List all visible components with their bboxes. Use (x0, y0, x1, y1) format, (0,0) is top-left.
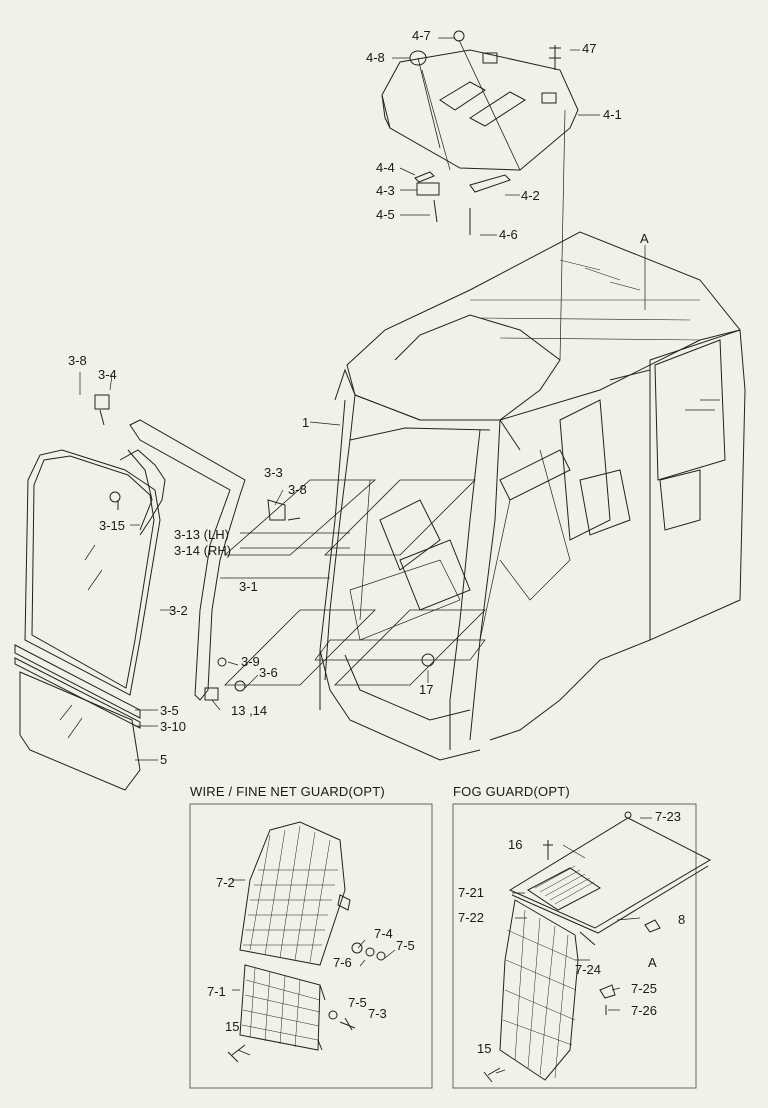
wire-guard-panel (190, 804, 432, 1088)
label-4-5: 4-5 (376, 207, 395, 222)
label-15-b: 15 (477, 1041, 492, 1056)
label-3-9: 3-9 (241, 654, 260, 669)
label-7-2: 7-2 (216, 875, 235, 890)
wire-guard-title: WIRE / FINE NET GUARD(OPT) (190, 784, 385, 799)
label-8: 8 (678, 912, 686, 927)
label-47: 47 (582, 41, 597, 56)
label-3-3: 3-3 (264, 465, 283, 480)
front-glass-part (15, 450, 434, 790)
label-7-5-b: 7-5 (348, 995, 367, 1010)
label-7-21: 7-21 (458, 885, 485, 900)
label-7-3: 7-3 (368, 1006, 387, 1021)
label-7-1: 7-1 (207, 984, 226, 999)
label-7-26: 7-26 (631, 1003, 658, 1018)
label-16: 16 (508, 837, 523, 852)
label-15-a: 15 (225, 1019, 240, 1034)
label-17: 17 (419, 682, 434, 697)
label-7-22: 7-22 (458, 910, 485, 925)
label-4-4: 4-4 (376, 160, 395, 175)
label-7-25: 7-25 (631, 981, 658, 996)
label-3-14: 3-14 (RH) (174, 543, 232, 558)
label-3-13: 3-13 (LH) (174, 527, 229, 542)
label-3-6: 3-6 (259, 665, 278, 680)
label-1: 1 (302, 415, 310, 430)
cab-frame-part (225, 232, 745, 760)
label-7-24: 7-24 (575, 962, 602, 977)
fog-guard-panel (453, 804, 710, 1088)
door-frame-part (95, 395, 300, 700)
label-5: 5 (160, 752, 168, 767)
label-A-top: A (640, 231, 649, 246)
label-7-6: 7-6 (333, 955, 352, 970)
label-A-bottom: A (648, 955, 657, 970)
label-7-4: 7-4 (374, 926, 393, 941)
leader-lines (80, 38, 645, 760)
label-4-3: 4-3 (376, 183, 395, 198)
label-4-1: 4-1 (603, 107, 622, 122)
label-7-5-a: 7-5 (396, 938, 415, 953)
label-4-7: 4-7 (412, 28, 431, 43)
label-3-10: 3-10 (160, 719, 187, 734)
label-3-2: 3-2 (169, 603, 188, 618)
fog-guard-title: FOG GUARD(OPT) (453, 784, 570, 799)
label-13-14: 13 ,14 (231, 703, 268, 718)
label-3-4: 3-4 (98, 367, 117, 382)
roof-hatch-part (382, 31, 578, 360)
label-3-5: 3-5 (160, 703, 179, 718)
label-3-8-a: 3-8 (68, 353, 87, 368)
label-4-8: 4-8 (366, 50, 385, 65)
label-7-23: 7-23 (655, 809, 682, 824)
label-3-15: 3-15 (99, 518, 126, 533)
label-4-6: 4-6 (499, 227, 518, 242)
label-3-8-b: 3-8 (288, 482, 307, 497)
label-4-2: 4-2 (521, 188, 540, 203)
label-3-1: 3-1 (239, 579, 258, 594)
